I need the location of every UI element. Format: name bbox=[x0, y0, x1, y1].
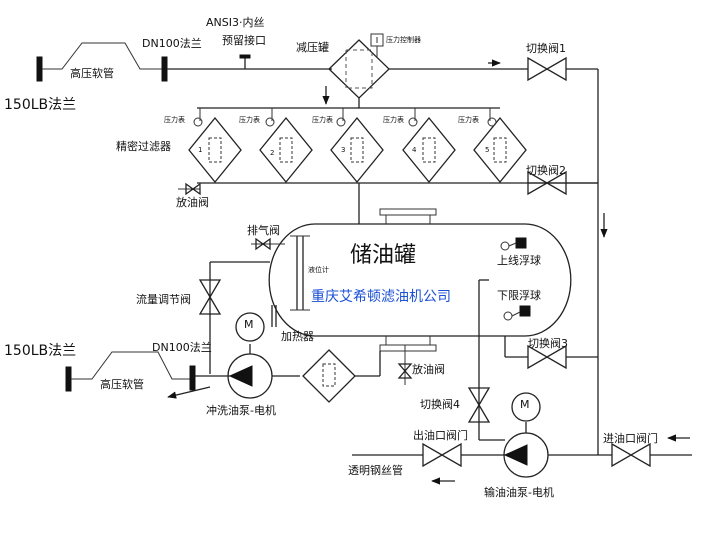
level-gauge bbox=[290, 235, 310, 311]
bottom-inlet-hose bbox=[65, 351, 196, 392]
label-flow-valve: 流量调节阀 bbox=[136, 292, 191, 306]
flow-regulating-valve bbox=[198, 279, 222, 315]
filter-2 bbox=[259, 108, 313, 184]
label-gauge-2: 压力表 bbox=[239, 115, 260, 124]
filter-number-5: 5 bbox=[485, 146, 489, 154]
heater-filter bbox=[302, 349, 356, 403]
switch-valve-2 bbox=[527, 170, 567, 196]
flange-dn100-top bbox=[161, 56, 168, 82]
lower-float-icon bbox=[503, 305, 531, 321]
filter-3 bbox=[330, 108, 384, 184]
label-dn100-bottom: DN100法兰 bbox=[152, 340, 212, 354]
label-switch-valve-1: 切换阀1 bbox=[526, 41, 566, 55]
label-precision-filter: 精密过滤器 bbox=[116, 139, 171, 153]
label-drain-valve-bottom: 放油阀 bbox=[412, 362, 445, 376]
switch-valve-3 bbox=[527, 344, 567, 370]
storage-tank bbox=[268, 208, 572, 352]
filter-1 bbox=[188, 108, 242, 184]
label-gauge-4: 压力表 bbox=[383, 115, 404, 124]
upper-float-icon bbox=[500, 237, 527, 251]
label-dn100-top: DN100法兰 bbox=[142, 36, 202, 50]
flange-150lb-top bbox=[36, 56, 43, 82]
flange-dn100-bottom bbox=[189, 365, 196, 391]
label-storage-tank: 储油罐 bbox=[350, 243, 416, 268]
transfer-motor-icon bbox=[511, 392, 541, 422]
label-inlet-valve: 进油口阀门 bbox=[603, 431, 658, 445]
pressure-reducing-tank bbox=[328, 39, 390, 99]
label-gauge-1: 压力表 bbox=[164, 115, 185, 124]
switch-valve-1 bbox=[527, 56, 567, 82]
label-hose-bottom: 高压软管 bbox=[100, 377, 144, 391]
label-vent-valve: 排气阀 bbox=[247, 223, 280, 237]
outlet-valve bbox=[422, 442, 462, 468]
label-heater: 加热器 bbox=[281, 330, 314, 343]
label-flush-pump: 冲洗油泵-电机 bbox=[206, 403, 276, 417]
filter-5 bbox=[473, 108, 527, 184]
label-pressure-controller: 压力控制器 bbox=[386, 35, 421, 44]
label-switch-valve-4: 切换阀4 bbox=[420, 397, 460, 411]
label-upper-float: 上线浮球 bbox=[497, 253, 541, 267]
vent-valve bbox=[255, 237, 271, 251]
label-gauge-5: 压力表 bbox=[458, 115, 479, 124]
label-transfer-pump: 输油油泵-电机 bbox=[484, 485, 554, 499]
drain-valve-bottom bbox=[397, 363, 413, 379]
label-150lb-bottom: 150LB法兰 bbox=[4, 343, 76, 359]
label-switch-valve-2: 切换阀2 bbox=[526, 163, 566, 177]
switch-valve-4 bbox=[467, 387, 491, 423]
inlet-valve bbox=[611, 442, 651, 468]
label-hose-top: 高压软管 bbox=[70, 66, 114, 80]
label-steel-hose: 透明钢丝管 bbox=[348, 463, 403, 477]
transfer-motor-symbol: M bbox=[520, 398, 530, 411]
flush-motor-symbol: M bbox=[244, 318, 254, 331]
label-lower-float: 下限浮球 bbox=[497, 288, 541, 302]
filter-number-3: 3 bbox=[341, 146, 345, 154]
label-gauge-3: 压力表 bbox=[312, 115, 333, 124]
filter-number-4: 4 bbox=[412, 146, 417, 154]
label-outlet-valve: 出油口阀门 bbox=[413, 428, 468, 442]
label-ansi-line1: ANSI3·内丝 bbox=[206, 15, 264, 29]
label-level-gauge: 液位计 bbox=[308, 265, 329, 274]
label-pressure-tank: 减压罐 bbox=[296, 41, 329, 54]
label-switch-valve-3: 切换阀3 bbox=[528, 336, 568, 350]
filter-number-2: 2 bbox=[270, 149, 274, 157]
label-drain-valve-top: 放油阀 bbox=[176, 195, 209, 209]
flush-motor-icon bbox=[235, 312, 265, 342]
filter-number-1: 1 bbox=[198, 146, 202, 154]
flange-150lb-bottom bbox=[65, 366, 72, 392]
filter-4 bbox=[402, 108, 456, 184]
label-ansi-line2: 预留接口 bbox=[222, 34, 266, 47]
label-company: 重庆艾希顿滤油机公司 bbox=[311, 289, 451, 305]
pressure-controller-icon bbox=[370, 33, 384, 58]
top-inlet-hose bbox=[36, 42, 168, 82]
label-150lb-top: 150LB法兰 bbox=[4, 97, 76, 113]
